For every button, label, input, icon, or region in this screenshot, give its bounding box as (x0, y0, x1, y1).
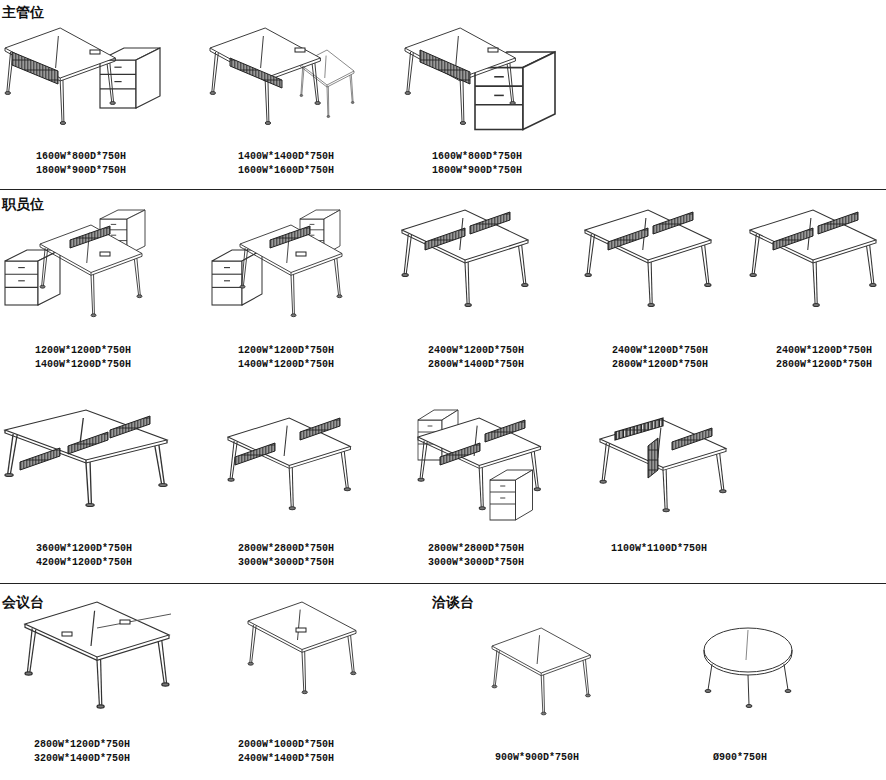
section-heading: 洽谈台 (432, 594, 474, 610)
dimension-label: 900W*900D*750H (495, 752, 579, 764)
dimension-label: 1400W*1200D*750H (238, 359, 334, 371)
dimension-label: 2800W*1200D*750H (612, 359, 708, 371)
section-heading: 主管位 (2, 4, 44, 20)
dimension-label: 4200W*1200D*750H (36, 557, 132, 569)
dimension-label: 1200W*1200D*750H (35, 345, 131, 357)
dimension-label: 3200W*1400D*750H (34, 753, 130, 765)
section-heading: 会议台 (2, 594, 44, 610)
dimension-label: 2800W*1200D*750H (776, 359, 872, 371)
dimension-label: 2400W*1200D*750H (776, 345, 872, 357)
dimension-label: 1100W*1100D*750H (611, 543, 707, 555)
dimension-label: 3000W*3000D*750H (428, 557, 524, 569)
dimension-label: 2400W*1200D*750H (612, 345, 708, 357)
dimension-label: 1800W*900D*750H (432, 165, 522, 177)
dimension-label: 2800W*2800D*750H (428, 543, 524, 555)
dimension-label: 3000W*3000D*750H (238, 557, 334, 569)
dimension-label: 2800W*2800D*750H (238, 543, 334, 555)
dimension-label: 1800W*900D*750H (36, 165, 126, 177)
dimension-label: Ø900*750H (713, 752, 767, 764)
dimension-label: 3600W*1200D*750H (36, 543, 132, 555)
section-heading: 职员位 (2, 196, 44, 212)
dimension-label: 2400W*1400D*750H (238, 753, 334, 765)
dimension-label: 1600W*1600D*750H (238, 165, 334, 177)
dimension-label: 1600W*800D*750H (432, 151, 522, 163)
dimension-label: 2800W*1200D*750H (34, 739, 130, 751)
dimension-label: 1400W*1200D*750H (35, 359, 131, 371)
dimension-label: 1400W*1400D*750H (238, 151, 334, 163)
dimension-label: 1200W*1200D*750H (238, 345, 334, 357)
dimension-label: 2000W*1000D*750H (238, 739, 334, 751)
dimension-label: 1600W*800D*750H (36, 151, 126, 163)
dimension-label: 2400W*1200D*750H (428, 345, 524, 357)
dimension-label: 2800W*1400D*750H (428, 359, 524, 371)
